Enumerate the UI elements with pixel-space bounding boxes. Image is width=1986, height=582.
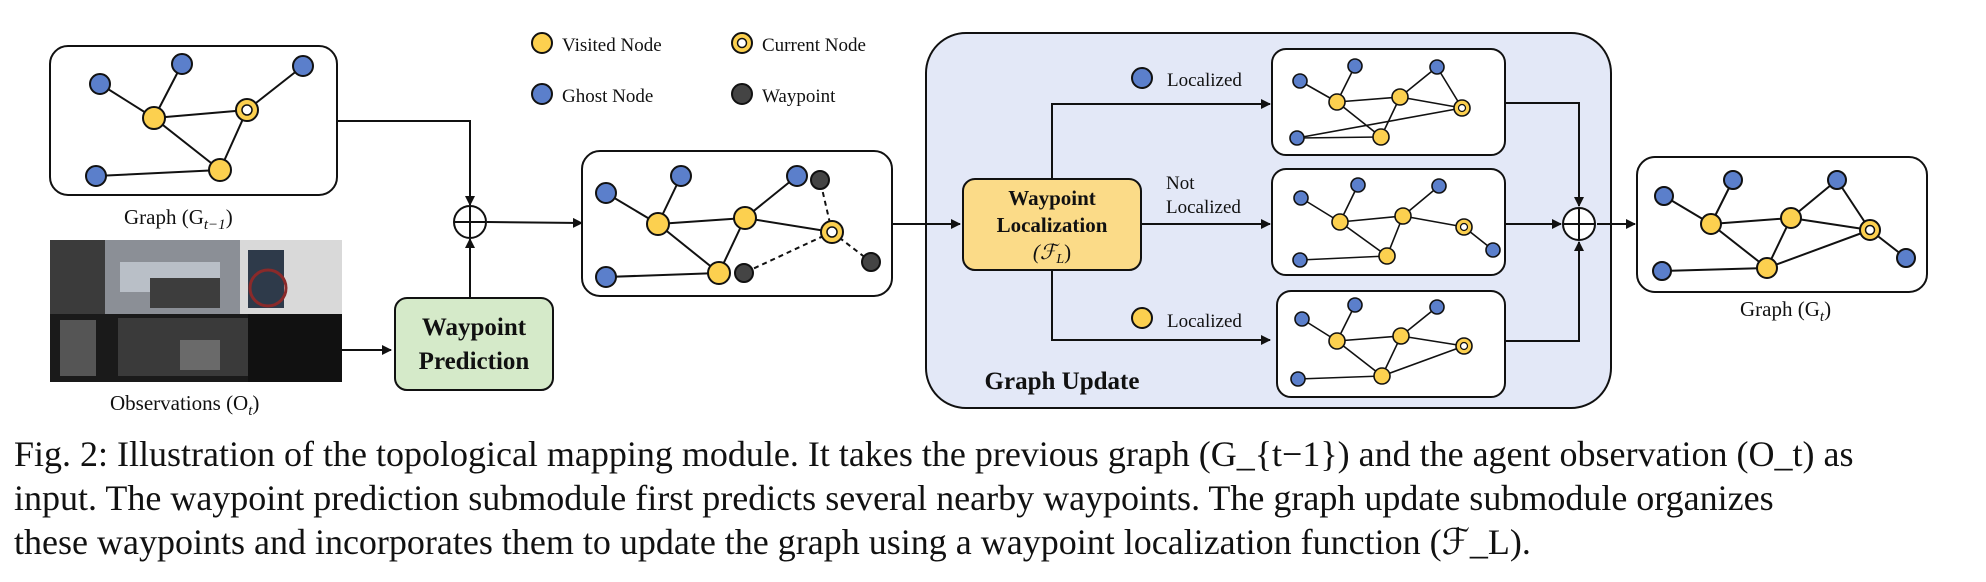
sum-node-icon	[1562, 207, 1596, 241]
waypoint-prediction-box	[394, 297, 554, 391]
observations-label: Observations (Ot)	[110, 391, 259, 419]
visited-node-icon	[733, 206, 757, 230]
visited-node-icon	[1328, 332, 1346, 350]
visited-node-icon	[1780, 207, 1802, 229]
ghost-node-icon	[1723, 170, 1743, 190]
caption-line-2: input. The waypoint prediction submodule…	[14, 478, 1774, 518]
ghost-node-icon	[89, 73, 111, 95]
ghost-node-icon	[786, 165, 808, 187]
visited-node-icon	[1394, 207, 1412, 225]
ghost-node-icon	[1290, 371, 1306, 387]
ghost-node-icon	[85, 165, 107, 187]
waypoint-localization-label-2: Localization	[997, 213, 1108, 237]
waypoint-icon	[810, 170, 830, 190]
sum-node-icon	[453, 205, 487, 239]
legend: Visited Node Current Node Ghost Node Way…	[531, 32, 866, 107]
visited-node-icon	[1756, 257, 1778, 279]
localized-ghost-graph	[1289, 58, 1471, 146]
legend-current-label: Current Node	[762, 35, 866, 56]
figure-caption: Fig. 2: Illustration of the topological …	[14, 432, 1974, 564]
visited-node-icon	[1700, 213, 1722, 235]
visited-node-icon	[1392, 327, 1410, 345]
ghost-node-icon	[1131, 67, 1153, 89]
waypoint-localization-function: (ℱL)	[1033, 240, 1071, 267]
ghost-node-icon	[670, 165, 692, 187]
localized-bottom-label: Localized	[1167, 311, 1242, 332]
ghost-node-icon	[1827, 170, 1847, 190]
visited-node-legend-icon	[531, 32, 553, 54]
visited-node-icon	[1372, 128, 1390, 146]
ghost-node-icon	[1431, 178, 1447, 194]
connectors-left	[337, 120, 583, 355]
ghost-node-icon	[595, 266, 617, 288]
waypoint-legend-icon	[731, 83, 753, 105]
visited-node-icon	[1378, 247, 1396, 265]
ghost-node-icon	[1292, 73, 1308, 89]
ghost-node-icon	[1293, 190, 1309, 206]
not-localized-graph-box	[1271, 168, 1506, 276]
caption-line-1: Fig. 2: Illustration of the topological …	[14, 434, 1854, 474]
waypoint-graph	[595, 165, 881, 288]
waypoint-icon	[861, 252, 881, 272]
not-localized-label-2: Localized	[1166, 197, 1241, 218]
waypoint-localization-label-1: Waypoint	[1008, 186, 1096, 210]
visited-node-icon	[208, 158, 232, 182]
visited-node-icon	[1131, 307, 1153, 329]
visited-node-icon	[707, 261, 731, 285]
localized-visited-graph-box	[1276, 290, 1506, 398]
ghost-node-icon	[1652, 261, 1672, 281]
observations-image	[50, 240, 342, 382]
ghost-node-legend-icon	[531, 83, 553, 105]
visited-node-icon	[1331, 213, 1349, 231]
updated-graph-label: Graph (Gt)	[1740, 297, 1831, 325]
waypoint-prediction-label-1: Waypoint	[422, 314, 527, 341]
updated-graph	[1652, 170, 1916, 281]
visited-node-icon	[142, 106, 166, 130]
graph-update-label: Graph Update	[985, 368, 1140, 395]
ghost-node-icon	[1347, 297, 1363, 313]
updated-graph-box	[1636, 156, 1928, 293]
legend-visited-label: Visited Node	[562, 35, 662, 56]
caption-line-3: these waypoints and incorporates them to…	[14, 522, 1531, 562]
visited-node-icon	[1373, 367, 1391, 385]
visited-node-icon	[1328, 93, 1346, 111]
visited-node-icon	[1391, 88, 1409, 106]
visited-node-icon	[646, 212, 670, 236]
localized-top-label: Localized	[1167, 70, 1242, 91]
localization-branches	[1051, 99, 1271, 345]
connectors-right	[1505, 102, 1636, 342]
ghost-node-icon	[1429, 299, 1445, 315]
ghost-node-icon	[1350, 177, 1366, 193]
legend-waypoint-label: Waypoint	[762, 86, 836, 107]
waypoint-icon	[734, 263, 754, 283]
ghost-node-icon	[171, 53, 193, 75]
legend-ghost-label: Ghost Node	[562, 86, 653, 107]
previous-graph-label: Graph (Gt−1)	[124, 205, 233, 233]
previous-graph	[85, 53, 314, 187]
localized-visited-graph	[1290, 297, 1473, 387]
not-localized-label-1: Not	[1166, 173, 1195, 194]
ghost-node-icon	[1654, 186, 1674, 206]
ghost-node-icon	[1429, 59, 1445, 75]
ghost-node-icon	[595, 182, 617, 204]
ghost-node-icon	[1896, 248, 1916, 268]
waypoint-prediction-label-2: Prediction	[419, 348, 530, 375]
ghost-node-icon	[1485, 242, 1501, 258]
ghost-node-icon	[1294, 311, 1310, 327]
ghost-node-icon	[1289, 130, 1305, 146]
ghost-node-icon	[292, 55, 314, 77]
ghost-node-icon	[1292, 252, 1308, 268]
not-localized-graph	[1292, 177, 1501, 268]
ghost-node-icon	[1347, 58, 1363, 74]
